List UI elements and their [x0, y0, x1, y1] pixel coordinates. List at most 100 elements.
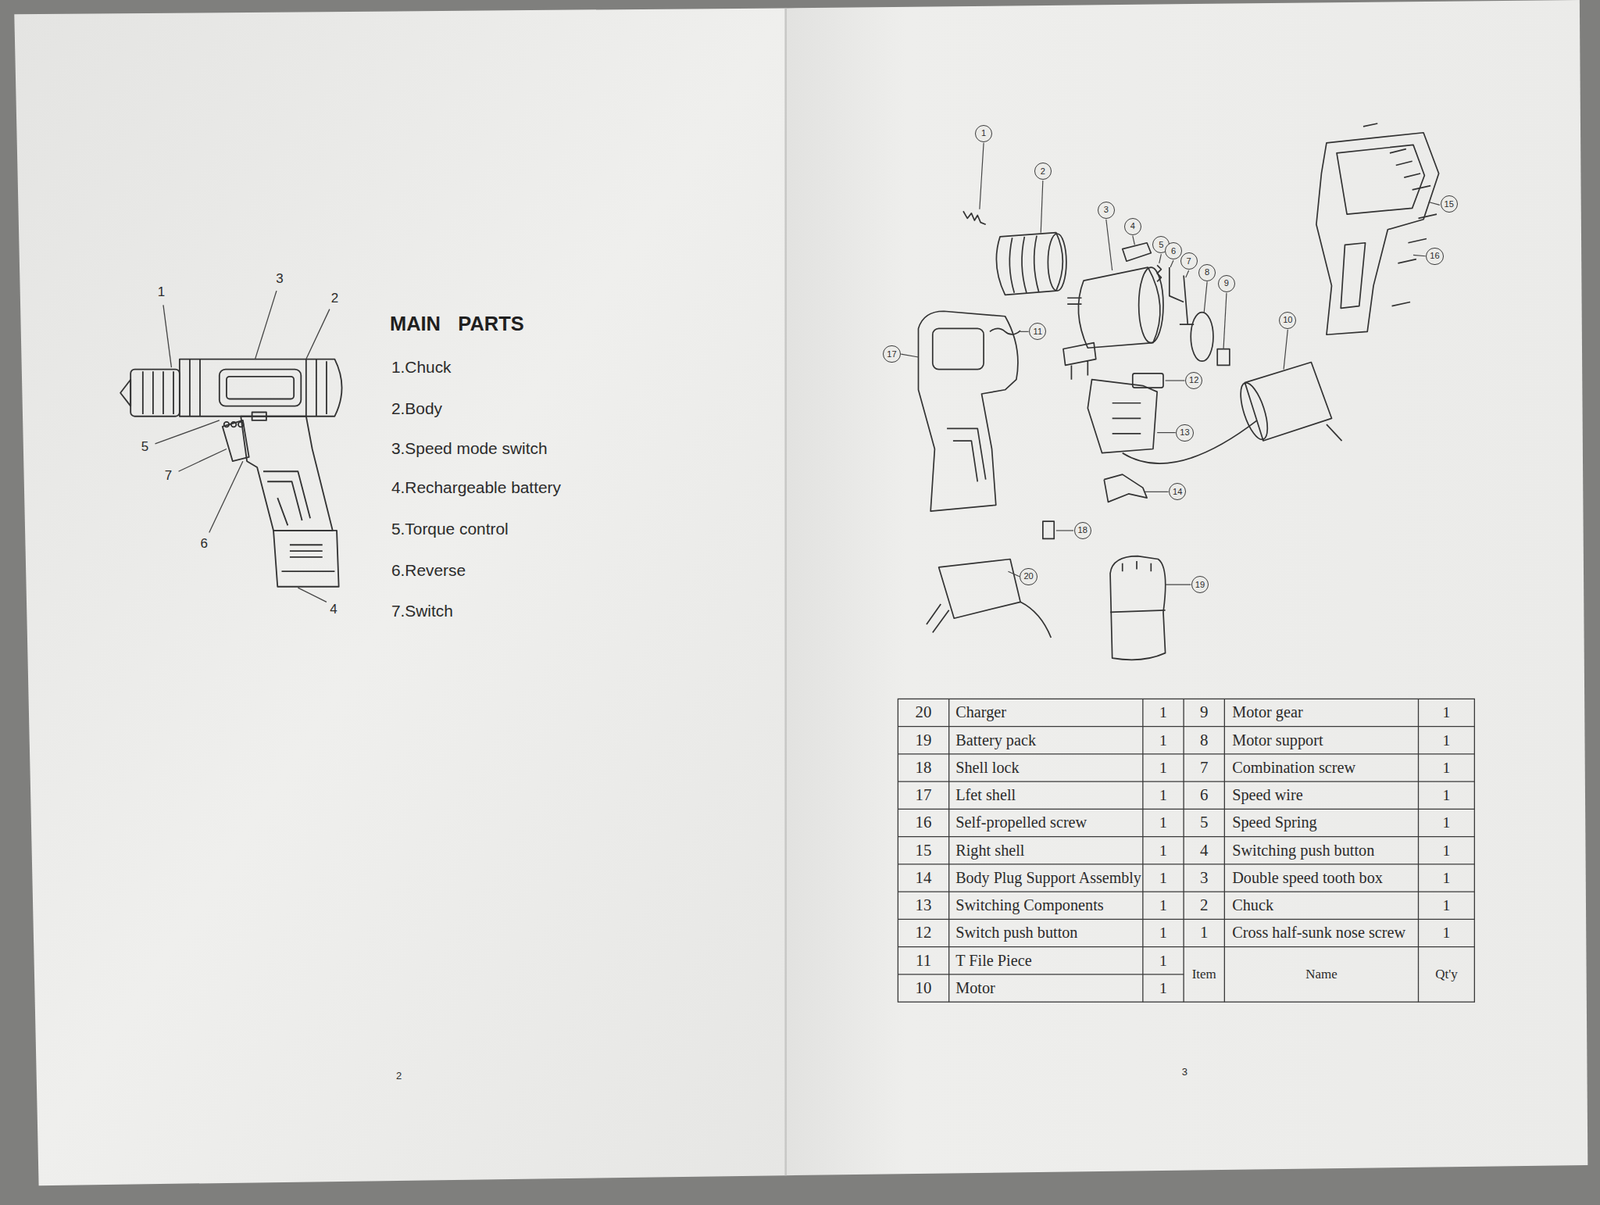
leader-line: [1283, 329, 1288, 370]
callout-number: 13: [1179, 428, 1190, 437]
callout-number: 7: [1186, 257, 1192, 266]
leader-line: [1165, 379, 1186, 381]
table-part-name: Charger: [953, 698, 1142, 726]
parts-table: [897, 698, 1475, 1002]
leader-line: [155, 420, 220, 444]
drill-side-view: [120, 359, 342, 587]
callout-number: 18: [1078, 525, 1088, 535]
motor-support: [1190, 312, 1214, 362]
leader-line: [1428, 202, 1440, 206]
table-quantity: 1: [1418, 781, 1475, 809]
callout-circle: 7: [1180, 252, 1198, 270]
leader-line: [1165, 584, 1192, 586]
table-quantity: 1: [1418, 698, 1475, 726]
table-quantity: 1: [1142, 836, 1184, 865]
leader-line: [1203, 281, 1208, 312]
drill-body: [179, 359, 343, 417]
combination-screw: [1179, 275, 1194, 325]
nose-screw: [963, 210, 986, 225]
table-item-number: 8: [1183, 726, 1225, 754]
right-page: [785, 0, 1589, 1175]
table-part-name: T File Piece: [953, 946, 1142, 975]
callout-circle: 1: [975, 125, 993, 143]
table-quantity: 1: [1418, 726, 1475, 754]
table-part-name: Speed Spring: [1230, 808, 1418, 836]
part-list-item: 3.Speed mode switch: [389, 435, 676, 461]
led: [238, 421, 244, 428]
leader-line: [178, 448, 227, 472]
part-list-item: 1.Chuck: [389, 354, 676, 379]
switch-detail: [1112, 403, 1142, 434]
callout-number: 14: [1172, 487, 1183, 497]
table-item-number: 2: [1183, 891, 1225, 919]
drill-window-inner: [226, 376, 294, 400]
table-part-name: Chuck: [1230, 891, 1418, 919]
leader-line: [297, 587, 327, 602]
battery-pack: [1110, 556, 1166, 661]
leader-line: [900, 353, 918, 358]
callout-circle: 12: [1185, 371, 1203, 390]
table-quantity: 1: [1418, 891, 1475, 919]
battery-slots: [281, 544, 335, 572]
callout-circle: 6: [1164, 242, 1183, 260]
page-number: 2: [383, 1065, 415, 1086]
charger: [939, 559, 1021, 619]
leader-line: [1007, 571, 1019, 577]
part-list-item: 6.Reverse: [389, 557, 676, 583]
table-quantity: 1: [1418, 808, 1475, 836]
table-quantity: 1: [1142, 698, 1184, 726]
leader-line: [1020, 331, 1029, 333]
table-item-number: 17: [897, 781, 949, 809]
motor-shaft: [1326, 424, 1343, 441]
table-part-name: Self-propelled screw: [953, 808, 1142, 836]
callout-number: 1: [981, 128, 986, 138]
table-part-name: Switch push button: [953, 918, 1142, 947]
callout-number: 7: [153, 464, 184, 488]
table-quantity: 1: [1142, 781, 1184, 809]
leader-lines: [155, 290, 330, 602]
table-part-name: Switching Components: [953, 891, 1142, 919]
table-quantity: 1: [1418, 918, 1475, 947]
push-button-part: [1122, 242, 1152, 262]
callout-circle: 15: [1440, 195, 1458, 213]
callout-number: 6: [1171, 246, 1176, 256]
leader-line: [255, 290, 277, 359]
callout-circle: 11: [1028, 322, 1047, 340]
table-part-name: Cross half-sunk nose screw: [1230, 918, 1418, 947]
callout-number: 10: [1282, 315, 1293, 325]
trigger: [222, 420, 250, 461]
table-part-name: Combination screw: [1230, 753, 1418, 782]
callout-circle: 4: [1124, 217, 1142, 236]
led: [224, 421, 230, 428]
callout-circle: 9: [1217, 275, 1236, 293]
part-list-item: 4.Rechargeable battery: [389, 475, 676, 500]
table-quantity: 1: [1418, 836, 1475, 865]
table-header: Name: [1224, 946, 1418, 1003]
callout-number: 17: [886, 350, 897, 359]
table-part-name: Switching push button: [1230, 836, 1418, 865]
chuck-ridges: [142, 371, 174, 415]
table-header: Qt'y: [1418, 946, 1475, 1003]
chuck-part: [996, 232, 1063, 296]
table-part-name: Motor support: [1230, 726, 1418, 754]
table-item-number: 3: [1183, 864, 1225, 892]
callout-number: 2: [319, 287, 350, 311]
callout-number: 5: [1158, 240, 1164, 250]
table-part-name: Battery pack: [953, 726, 1142, 754]
chuck-face: [1047, 233, 1067, 291]
table-quantity: 1: [1142, 753, 1184, 782]
handle-decor: [263, 471, 311, 525]
section-heading: MAIN PARTS: [389, 312, 525, 336]
table-item-number: 16: [897, 808, 949, 836]
table-quantity: 1: [1142, 726, 1184, 754]
table-part-name: Double speed tooth box: [1230, 864, 1418, 892]
table-quantity: 1: [1418, 864, 1475, 892]
callout-number: 2: [1040, 167, 1046, 176]
callout-number: 6: [189, 532, 220, 556]
battery-detail: [1110, 560, 1166, 612]
callout-number: 4: [318, 598, 350, 622]
callout-number: 11: [1033, 327, 1043, 336]
table-quantity: 1: [1142, 974, 1184, 1002]
